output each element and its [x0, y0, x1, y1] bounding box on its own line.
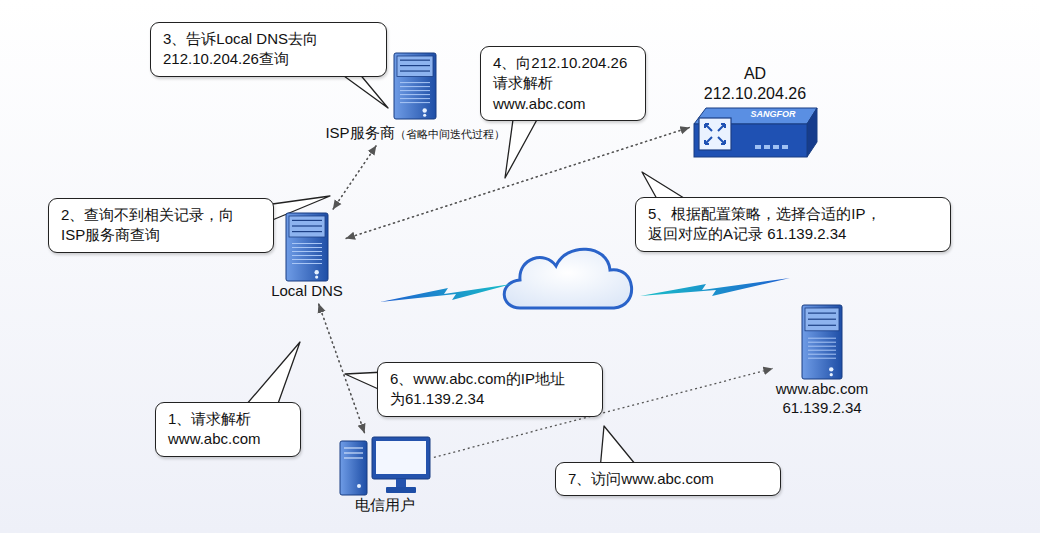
- server-led: [830, 373, 833, 376]
- server-slot: [400, 70, 430, 71]
- device-logo-mark: [705, 124, 725, 144]
- server-slot: [292, 225, 322, 226]
- user-pc: 电信用户: [339, 436, 431, 515]
- server-led: [314, 270, 318, 274]
- pc-base: [386, 487, 416, 493]
- node-label: Local DNS: [271, 282, 343, 301]
- pc-icon: [339, 436, 431, 496]
- server-slot: [808, 313, 836, 314]
- server-vent: [808, 342, 836, 343]
- node-label: AD: [693, 64, 818, 84]
- device-port: [773, 145, 779, 149]
- server-led: [829, 367, 833, 371]
- server-vent: [292, 247, 322, 248]
- callout-text: 7、访问www.abc.com: [568, 469, 768, 489]
- server-slot: [292, 231, 322, 232]
- server-vent: [400, 98, 430, 99]
- pc-drive: [344, 447, 363, 448]
- device-port: [782, 145, 788, 149]
- node-label: www.abc.com: [776, 380, 869, 399]
- server-body: [394, 53, 436, 119]
- server-vent: [292, 259, 322, 260]
- node-note: （省略中间迭代过程）: [395, 128, 505, 140]
- pc-monitor: [372, 437, 430, 479]
- pc-led: [357, 484, 361, 488]
- server-vent: [292, 243, 322, 244]
- pc-screen: [376, 441, 426, 474]
- dotted-arrow: [318, 304, 364, 434]
- server-vent: [808, 346, 836, 347]
- server-vent: [808, 358, 836, 359]
- node-label: 212.10.204.26: [693, 84, 818, 104]
- callout-text: 1、请求解析 www.abc.com: [168, 409, 288, 450]
- server-slot: [400, 65, 430, 66]
- device-port: [755, 145, 761, 149]
- server-slot: [808, 325, 836, 326]
- callout-box: 7、访问www.abc.com: [555, 462, 781, 496]
- server-icon: [801, 304, 843, 380]
- dotted-arrow: [318, 304, 364, 434]
- server-vent: [292, 251, 322, 252]
- pc-drive: [344, 452, 363, 453]
- server-slot: [808, 319, 836, 320]
- server-panel: [397, 56, 433, 76]
- node-label-line: ISP服务商（省略中间迭代过程）: [325, 123, 504, 143]
- callout-box: 3、告诉Local DNS去向 212.10.204.26查询: [150, 22, 387, 77]
- device-port: [764, 145, 770, 149]
- server-icon: [393, 52, 437, 120]
- callout-text: 6、www.abc.com的IP地址 为61.139.2.34: [390, 369, 590, 410]
- callout-text: 5、根据配置策略，选择合适的IP， 返回对应的A记录 61.139.2.34: [648, 204, 938, 245]
- device-side: [807, 108, 817, 157]
- dotted-arrow: [333, 145, 377, 209]
- server-vent: [808, 350, 836, 351]
- cloud-symbol: [504, 249, 631, 308]
- server-slot: [292, 220, 322, 221]
- callout-text: 2、查询不到相关记录，向 ISP服务商查询: [61, 205, 261, 246]
- server-vent: [400, 94, 430, 95]
- cloud-outline: [504, 249, 631, 308]
- link-bolt: [640, 278, 790, 296]
- callout-box: 2、查询不到相关记录，向 ISP服务商查询: [48, 198, 274, 253]
- pc-drive: [344, 457, 363, 458]
- callout-text: 3、告诉Local DNS去向 212.10.204.26查询: [163, 29, 374, 70]
- server-node: Local DNS: [271, 212, 343, 301]
- server-vent: [400, 102, 430, 103]
- pc-stand: [396, 479, 406, 487]
- server-panel: [289, 216, 325, 237]
- server-led: [423, 114, 426, 117]
- callout-text: 4、向212.10.204.26 请求解析 www.abc.com: [493, 53, 633, 114]
- device-logo: [699, 118, 731, 150]
- server-node: www.abc.com61.139.2.34: [776, 304, 869, 418]
- callout-box: 4、向212.10.204.26 请求解析 www.abc.com: [480, 46, 646, 121]
- node-label: ISP服务商: [325, 124, 394, 141]
- node-label: 电信用户: [339, 496, 431, 515]
- server-body: [286, 213, 328, 281]
- server-body: [802, 305, 842, 379]
- server-led: [315, 276, 318, 279]
- pc-tower: [340, 441, 367, 495]
- server-slot: [400, 60, 430, 61]
- callout-box: 6、www.abc.com的IP地址 为61.139.2.34: [377, 362, 603, 417]
- server-node: ISP服务商（省略中间迭代过程）: [325, 52, 504, 143]
- server-vent: [400, 86, 430, 87]
- server-vent: [400, 90, 430, 91]
- server-vent: [808, 354, 836, 355]
- brand-label: SANGFOR: [751, 109, 796, 119]
- callout-box: 5、根据配置策略，选择合适的IP， 返回对应的A记录 61.139.2.34: [635, 197, 951, 252]
- server-vent: [808, 338, 836, 339]
- link-bolt: [380, 284, 512, 302]
- server-led: [422, 108, 426, 112]
- node-label: 61.139.2.34: [776, 399, 869, 418]
- callout-box: 1、请求解析 www.abc.com: [155, 402, 301, 457]
- server-vent: [292, 255, 322, 256]
- server-panel: [805, 308, 839, 331]
- server-vent: [400, 82, 430, 83]
- server-icon: [285, 212, 329, 282]
- dotted-arrow: [333, 145, 377, 209]
- server-vent: [292, 263, 322, 264]
